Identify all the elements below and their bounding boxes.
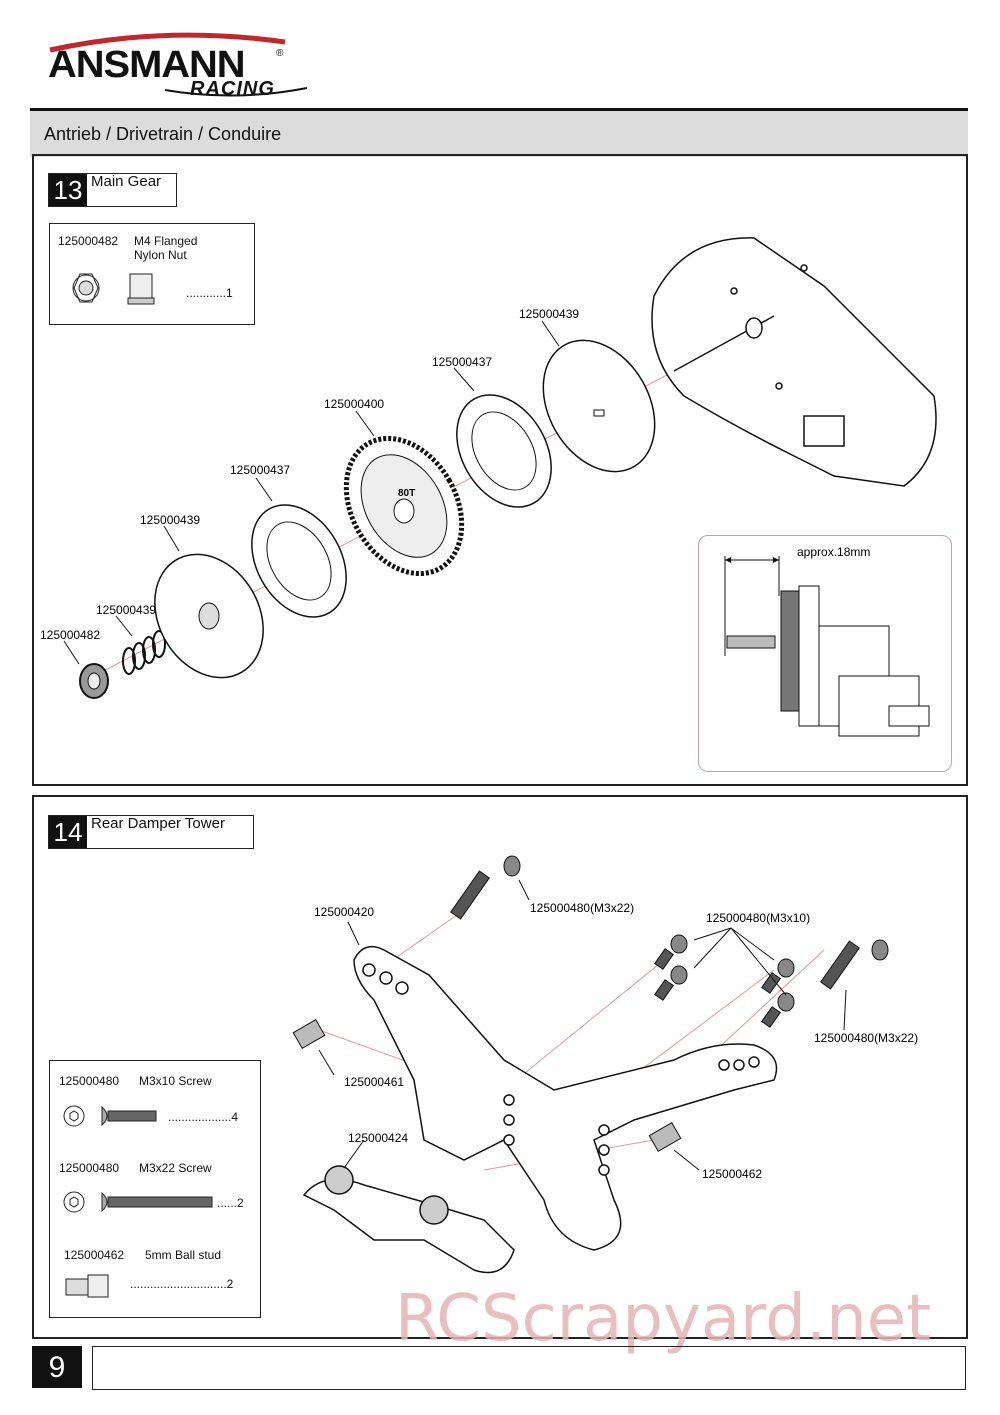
step-13-heading: 13 Main Gear <box>48 173 177 207</box>
brand-name: ANSMANN <box>48 44 246 86</box>
label-125000482: 125000482 <box>40 628 100 642</box>
part-name-ballstud: 5mm Ball stud <box>145 1248 222 1262</box>
label-125000420: 125000420 <box>314 905 374 919</box>
part-code-m3x10: 125000480 <box>59 1074 120 1088</box>
watermark: RCScrapyard.net <box>395 1282 932 1356</box>
ball-stud-icon <box>65 1274 109 1298</box>
step-14-leader-lines <box>318 879 847 1171</box>
label-125000439-a: 125000439 <box>519 307 579 321</box>
slipper-plate-back <box>542 339 656 473</box>
damper-mount-part <box>302 1165 515 1274</box>
label-125000437-b: 125000437 <box>230 463 290 477</box>
label-125000439-b: 125000439 <box>140 513 200 527</box>
step-14-title: Rear Damper Tower <box>91 815 225 832</box>
screw-m3x22-right <box>820 939 889 990</box>
part-qty-m3x22: ......2 <box>217 1196 244 1210</box>
brand-logo <box>45 30 315 105</box>
label-125000480-m3x22-a: 125000480(M3x22) <box>530 901 634 915</box>
main-gear-exploded-diagram: 80T 125000439 125000437 125000400 125000… <box>40 237 937 699</box>
gearbox-housing <box>651 237 937 487</box>
nylon-nut-part <box>79 663 109 699</box>
part-name-m3x22: M3x22 Screw <box>139 1161 212 1175</box>
ball-stud-125000462 <box>648 1122 682 1152</box>
step-14-parts-box: 125000480 M3x10 Screw ..................… <box>49 1060 261 1318</box>
screw-m3x10-3 <box>761 958 795 994</box>
step-14-heading: 14 Rear Damper Tower <box>48 815 254 849</box>
step-14-number: 14 <box>49 816 87 848</box>
part-name-m3x10: M3x10 Screw <box>139 1074 212 1088</box>
label-125000480-m3x22-b: 125000480(M3x22) <box>814 1031 918 1045</box>
ball-stud-125000461 <box>292 1019 326 1049</box>
label-125000480-m3x10: 125000480(M3x10) <box>706 911 810 925</box>
label-125000400: 125000400 <box>324 397 384 411</box>
part-code: 125000482 <box>58 234 119 248</box>
brand-sub: RACING <box>190 78 275 100</box>
section-title: Antrieb / Drivetrain / Conduire <box>44 124 282 144</box>
part-code-ballstud: 125000462 <box>64 1248 125 1262</box>
logo-swoosh <box>49 32 308 97</box>
label-125000424: 125000424 <box>348 1131 408 1145</box>
m3x10-screw-icon <box>63 1105 157 1127</box>
step-13-number: 13 <box>49 174 87 206</box>
assembled-gear-detail: approx.18mm <box>724 545 930 737</box>
screw-m3x22-left <box>450 855 521 920</box>
part-qty: ............1 <box>186 286 233 300</box>
damper-tower-part <box>353 945 778 1251</box>
step-14-frame <box>32 795 968 1339</box>
label-125000439-c: 125000439 <box>96 603 156 617</box>
step-13-parts-box: 125000482 M4 Flanged Nylon Nut .........… <box>49 223 255 325</box>
part-qty-m3x10: ...................4 <box>168 1110 239 1124</box>
leader-lines <box>63 320 560 665</box>
inset-dimension-label: approx.18mm <box>797 545 870 559</box>
step-13-title: Main Gear <box>91 173 162 190</box>
page-number: 9 <box>32 1346 82 1388</box>
slipper-pad-front <box>251 504 347 618</box>
label-125000437-a: 125000437 <box>432 355 492 369</box>
m3x22-screw-icon <box>63 1191 213 1213</box>
step-13-frame <box>32 154 968 786</box>
gear-tooth-count: 80T <box>398 488 415 499</box>
footer-bar <box>92 1346 966 1390</box>
flanged-nut-icon <box>72 273 155 305</box>
part-code-m3x22: 125000480 <box>59 1161 120 1175</box>
slipper-plate-front <box>154 553 264 679</box>
spur-gear-part: 80T <box>343 435 465 577</box>
label-125000461: 125000461 <box>344 1075 404 1089</box>
part-name: M4 Flanged <box>134 234 198 248</box>
spring-part <box>122 630 166 675</box>
label-125000462: 125000462 <box>702 1167 762 1181</box>
part-qty-ballstud: .............................2 <box>130 1277 234 1291</box>
brand-registered: ® <box>276 48 284 59</box>
screw-m3x10-4 <box>761 992 795 1028</box>
section-header: Antrieb / Drivetrain / Conduire <box>30 108 968 157</box>
screw-m3x10-2 <box>654 965 688 1001</box>
rear-damper-tower-diagram: 125000420 125000480(M3x22) 125000480(M3x… <box>292 855 918 1274</box>
assembly-detail-inset: approx.18mm <box>698 535 952 772</box>
part-name-2: Nylon Nut <box>134 248 187 262</box>
screw-m3x10-1 <box>654 934 688 970</box>
slipper-pad-back <box>456 394 552 508</box>
